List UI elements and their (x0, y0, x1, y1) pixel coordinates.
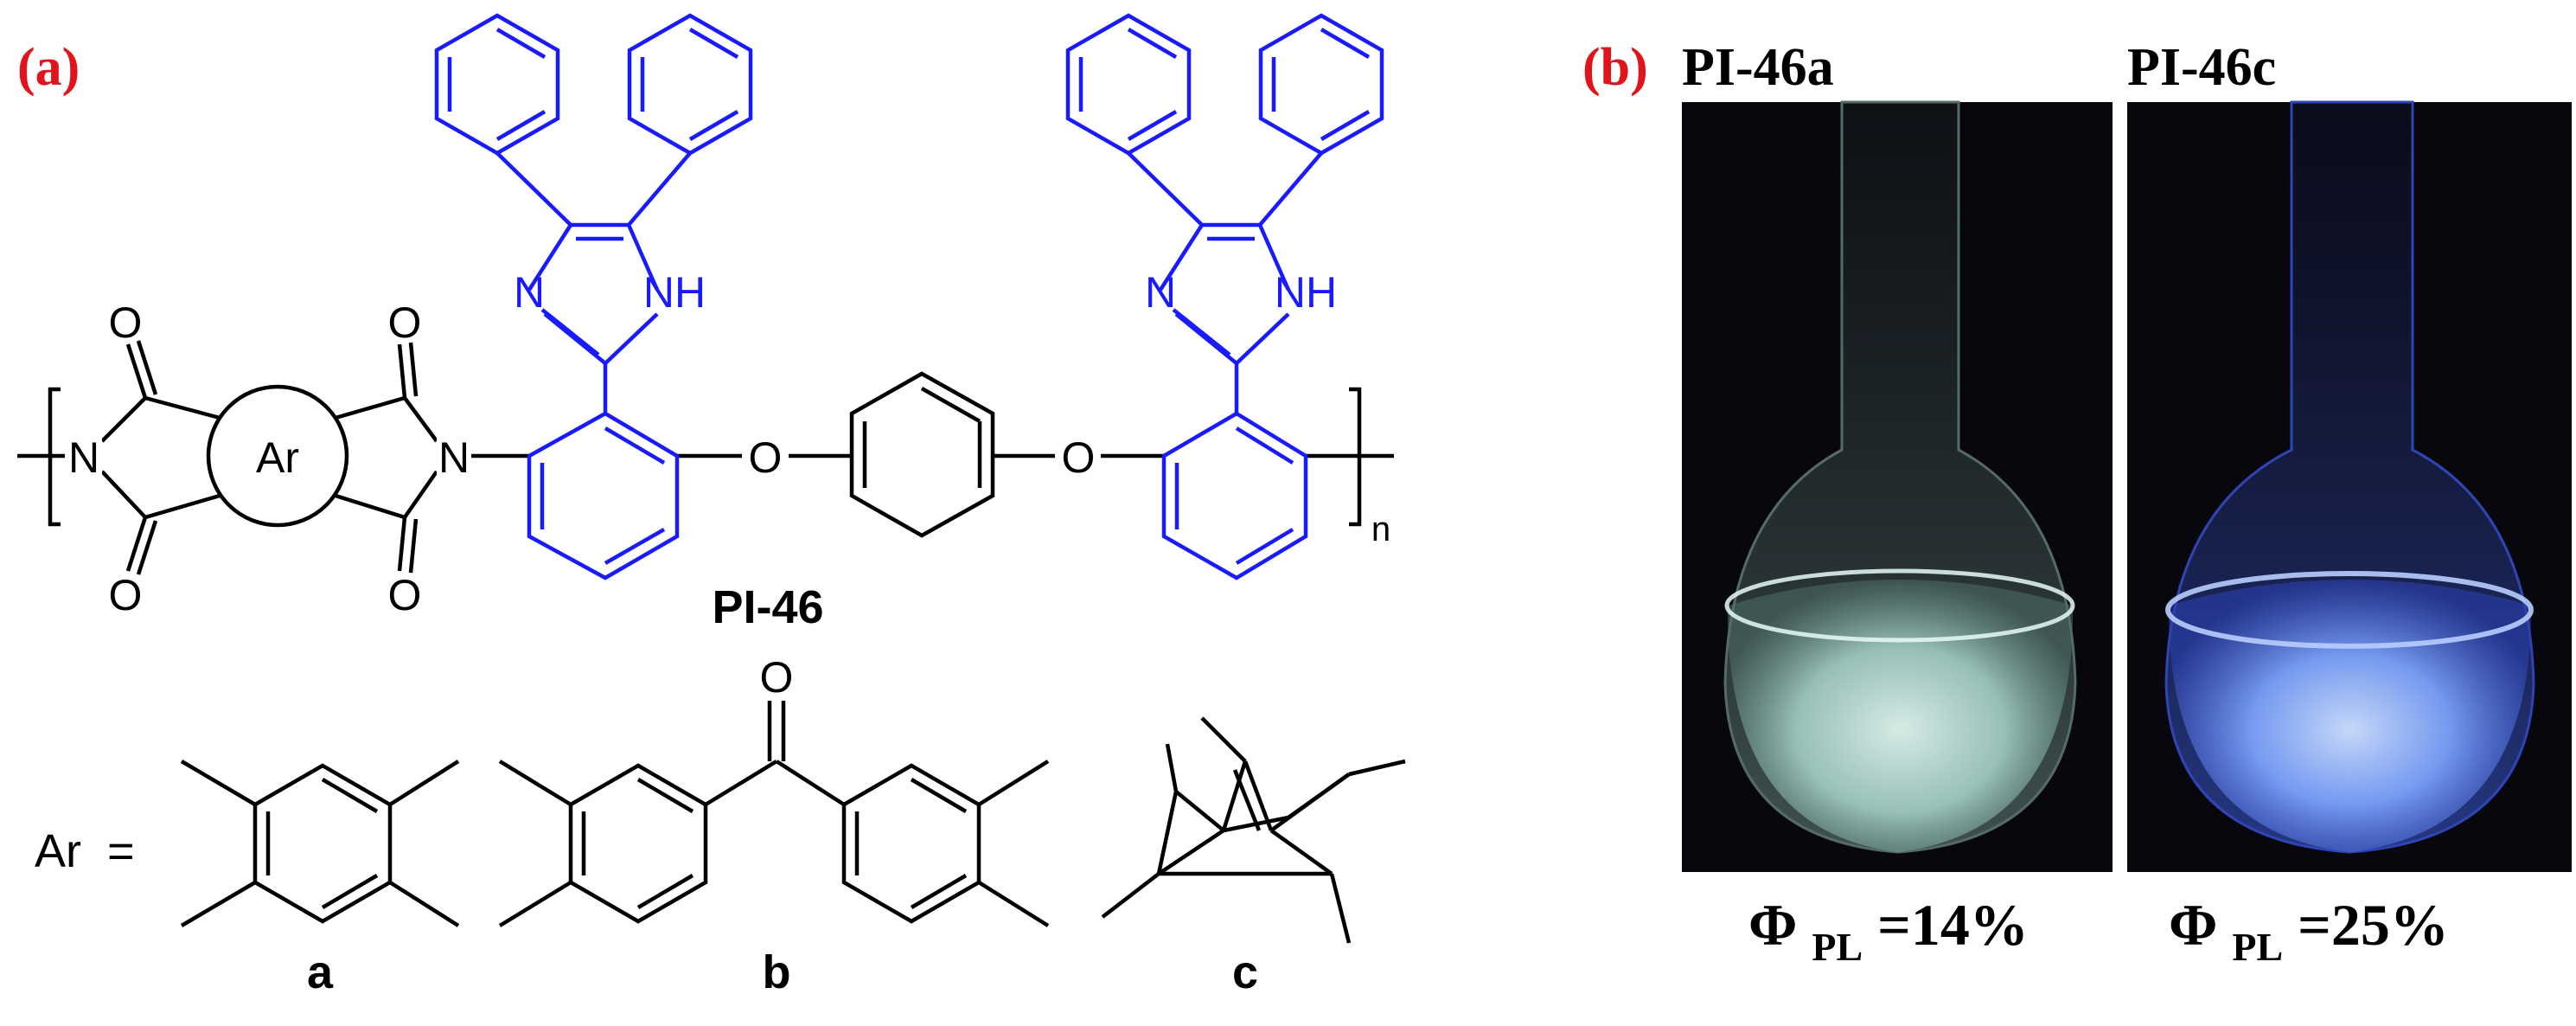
atom-o-top-right: O (388, 298, 422, 347)
phi-symbol-c: Φ (2169, 892, 2217, 958)
imidazole-groups (434, 13, 1384, 580)
photo-title-a: PI-46a (1682, 38, 1834, 97)
photo-flask-a (1682, 100, 2113, 872)
panel-a-tag: (a) (17, 38, 80, 97)
atom-n-right: N (438, 433, 470, 482)
atom-imidazole-1-n: N (514, 268, 545, 317)
atom-ar: Ar (256, 433, 299, 482)
panel-a: (a) (17, 13, 1406, 998)
phi-label-a: Φ PL =14% (1748, 892, 2029, 973)
atom-o-bottom-right: O (388, 571, 422, 619)
atom-imidazole-2-n: N (1145, 268, 1176, 317)
photo-flask-c (2127, 100, 2572, 872)
photo-title-c: PI-46c (2127, 38, 2276, 97)
atom-labels: N Ar N O O O O O O N NH N NH n (66, 268, 1390, 619)
atom-imidazole-2-nh: NH (1275, 268, 1337, 317)
atom-o-ether-2: O (1062, 433, 1096, 482)
panel-b-tag: (b) (1582, 38, 1648, 97)
phi-symbol-a: Φ (1748, 892, 1797, 958)
variant-label-a: a (307, 946, 334, 998)
ar-structure-c (1101, 716, 1406, 944)
imide-core (17, 340, 1394, 575)
phi-subscript-c: PL (2232, 925, 2283, 969)
atom-o-ketone: O (760, 653, 794, 702)
phi-value-c: =25% (2298, 892, 2449, 958)
repeat-subscript-n: n (1371, 510, 1390, 548)
atom-o-ether-1: O (749, 433, 783, 482)
ar-equals-label: Ar = (35, 825, 135, 877)
phi-value-a: =14% (1877, 892, 2029, 958)
ar-structure-b (498, 701, 1050, 927)
variant-label-b: b (763, 946, 791, 998)
atom-imidazole-1-nh: NH (643, 268, 706, 317)
atom-n-left: N (68, 433, 99, 482)
variant-label-c: c (1232, 946, 1258, 998)
phi-label-c: Φ PL =25% (2169, 892, 2449, 973)
phi-subscript-a: PL (1812, 925, 1863, 969)
ar-structure-a (180, 760, 460, 927)
atom-o-bottom-left: O (109, 571, 143, 619)
polymer-label: PI-46 (712, 581, 823, 633)
panel-b: (b) PI-46a PI-46c Φ PL =14% Φ PL =25% (1582, 38, 2572, 973)
atom-o-top-left: O (109, 298, 143, 347)
